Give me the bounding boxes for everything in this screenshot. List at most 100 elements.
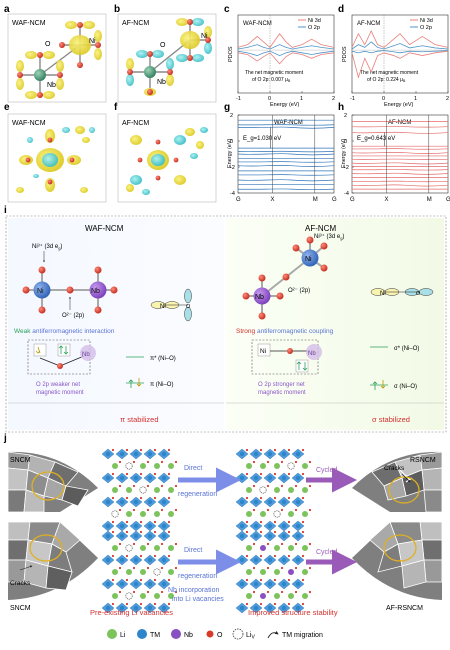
chart-h-frame <box>351 114 449 194</box>
panel-i-right-stab: σ stabilized <box>372 415 410 424</box>
lattice-top-1 <box>101 448 178 532</box>
chart-g-ytick-label-1: -2 <box>230 165 235 171</box>
panel-i-right-sigma-star: σ* (Ni–O) <box>394 346 419 352</box>
chart-c-legend-o: O 2p <box>308 25 320 31</box>
chart-h-band-10 <box>351 169 449 171</box>
panel-i-left-octahedra: Ni Nb Ni³⁺ (3d eg) O²⁻ (2p) <box>22 243 118 319</box>
legend-liv-swatch <box>232 628 244 640</box>
panel-i-right-box-ni: Ni <box>260 348 266 355</box>
legend-tm: TM <box>150 632 160 639</box>
panel-letter-a: a <box>4 4 10 15</box>
chart-g-band-10 <box>237 174 335 176</box>
panel-i-left-orb-o: O <box>186 304 191 310</box>
panel-j-sncm-bottom-particle <box>7 521 98 600</box>
chart-g-gap-label: E_g=1.030 eV <box>243 136 281 142</box>
chart-h-ytick-label-2: 0 <box>344 139 347 145</box>
panel-i-right-moment-box: Ni Nb O 2p stronger net magnetic moment <box>251 339 322 396</box>
panel-i-right-interaction: Strong antiferromagnetic coupling <box>236 328 334 335</box>
panel-i-right-moment-2: magnetic moment <box>258 390 306 396</box>
chart-g-kpoint-1: X <box>271 197 275 203</box>
panel-j-legend: Li TM Nb O LiV TM migration <box>107 628 323 641</box>
panel-j-pre-existing: Pre-existing Li vacancies <box>90 608 173 617</box>
chart-d-title: AF-NCM <box>357 21 380 27</box>
chart-d-xlabel: Energy (eV) <box>384 102 414 108</box>
panel-e-structure: WAF-NCM <box>7 113 107 203</box>
chart-h-ytick-label-1: -2 <box>344 165 349 171</box>
panel-i-left-title: WAF-NCM <box>85 224 124 233</box>
chart-d-annotation-line1: The net magnetic moment <box>360 70 419 76</box>
panel-e-title: WAF-NCM <box>12 120 46 127</box>
legend-li-swatch <box>107 629 117 639</box>
chart-h-kpoint-3: G <box>446 197 450 203</box>
panel-j-af-rsncm-particle <box>352 521 443 600</box>
panel-i-left-moment-2: magnetic moment <box>36 390 84 396</box>
panel-j-rsncm-particle <box>352 451 443 513</box>
panel-i-right-nb: Nb <box>255 294 264 301</box>
panel-a-ni-label: Ni <box>89 38 96 45</box>
panel-i-left-moment-1: O 2p weaker net <box>36 382 80 388</box>
chart-c-legend-ni: Ni 3d <box>308 18 321 24</box>
chart-g-band-13 <box>237 188 335 190</box>
panel-letter-c: c <box>224 4 230 15</box>
panel-j-sncm-top-particle <box>7 451 98 513</box>
legend-nb-swatch <box>171 629 181 639</box>
panel-a-title: WAF-NCM <box>12 20 46 27</box>
panel-letter-j: j <box>3 433 7 444</box>
panel-i-left-orb-ni: Ni <box>160 304 166 310</box>
panel-i-left-ni: Ni <box>37 288 44 295</box>
chart-d-xtick-label-3: 2 <box>446 96 449 102</box>
chart-g-ytick-label-2: 0 <box>230 139 233 145</box>
chart-g-band-11 <box>237 179 335 182</box>
legend-tm-migration: TM migration <box>282 632 323 639</box>
chart-c-annotation-line2: of O 2p: 0.007 μB <box>252 77 291 83</box>
chart-d-series-1-up <box>351 41 449 50</box>
chart-c-series-1-down <box>237 50 335 56</box>
panel-i-right-orb-o: O <box>416 291 421 297</box>
chart-c-xtick-label-3: 2 <box>332 96 335 102</box>
chart-h-band-8 <box>351 162 449 165</box>
panel-b-nb-label: Nb <box>157 79 166 86</box>
panel-j-regen-bottom-1: Direct <box>184 547 202 554</box>
chart-h-ytick-label-3: 2 <box>344 113 347 119</box>
chart-d-series-1-down <box>351 50 449 54</box>
chart-h-band-13 <box>351 180 449 183</box>
chart-c-series-1-up <box>237 44 335 50</box>
panel-b-ni-label: Ni <box>201 33 208 40</box>
panel-letter-b: b <box>114 4 120 15</box>
panel-letter-i: i <box>4 205 7 216</box>
chart-c-xlabel: Energy (eV) <box>270 102 300 108</box>
panel-j-regen-top-2: regeneration <box>178 491 217 498</box>
legend-o: O <box>217 632 223 639</box>
chart-c-xtick-label-1: 0 <box>268 96 271 102</box>
panel-i-right-octahedra: Nb Ni Ni³⁺ (3d eg) O²⁻ (2p) <box>242 233 344 320</box>
panel-a-nb-label: Nb <box>47 82 56 89</box>
chart-g-kpoint-3: G <box>332 197 337 203</box>
legend-o-swatch <box>206 630 214 638</box>
chart-d-series-0-up <box>351 30 449 48</box>
panel-j-cracks-left: Cracks <box>10 580 31 587</box>
panel-b-title: AF-NCM <box>122 20 149 27</box>
chart-d-legend-ni: Ni 3d <box>420 18 433 24</box>
panel-j-af-rsncm: AF-RSNCM <box>386 605 423 612</box>
chart-h-band-14 <box>351 184 449 187</box>
panel-i-right-mo: σ* (Ni–O) σ (Ni–O) <box>370 346 419 390</box>
panel-i-right-bg <box>226 218 444 430</box>
panel-f-structure: AF-NCM <box>117 113 217 203</box>
panel-i-left-ni3: Ni³⁺ (3d eg) <box>32 243 62 251</box>
chart-g-title: WAF-NCM <box>274 120 303 126</box>
chart-g-kpoint-2: M <box>313 197 318 203</box>
panel-letter-d: d <box>338 4 344 15</box>
panel-j-sncm-bottom: SNCM <box>10 605 31 612</box>
panel-i-left-interaction: Weak antiferromagnetic interaction <box>14 328 115 335</box>
chart-c-series-0-down <box>237 52 335 65</box>
panel-i-right-moment-1: O 2p stronger net <box>258 382 305 388</box>
panel-i-left-pi-star: π* (Ni–O) <box>150 356 176 362</box>
chart-c-xtick-label-0: -1 <box>236 96 241 102</box>
chart-h-gap-label: E_g=0.643 eV <box>357 136 395 142</box>
chart-g-band-2 <box>237 126 335 129</box>
chart-g-ytick-label-3: 2 <box>230 113 233 119</box>
chart-g-ytick-label-0: -4 <box>230 191 235 197</box>
chart-g-title-bg <box>272 117 306 125</box>
